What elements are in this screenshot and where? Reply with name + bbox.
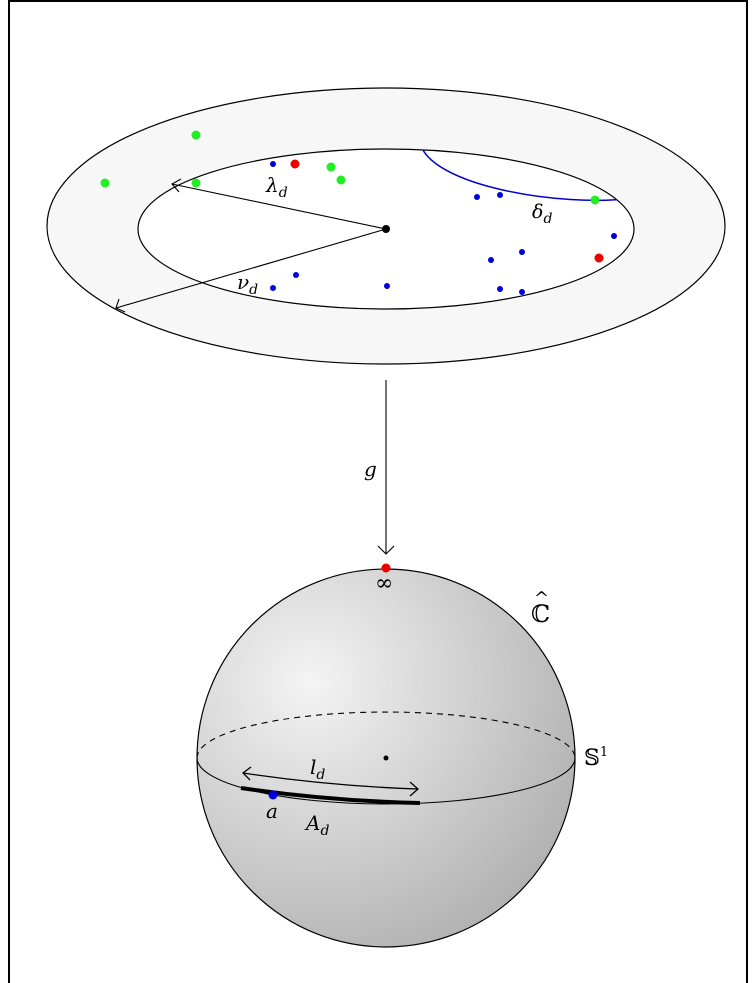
blue-point [497,286,503,292]
nu-label: νd [237,270,258,298]
red-points [290,159,604,263]
green-point [590,195,600,205]
arc-length-label: ld [310,755,325,783]
circle-label: 𝕊1 [584,745,608,771]
infinity-point [381,563,391,573]
blue-point [519,249,525,255]
blue-point [611,233,617,239]
equator-front [196,757,576,805]
riemann-hat: ^ [534,588,549,609]
green-point [336,175,346,185]
green-point [191,130,201,140]
sphere-center [383,755,389,761]
blue-point [270,161,276,167]
blue-point [384,283,390,289]
green-point [100,178,110,188]
red-point [594,253,604,263]
map-arrow [377,380,395,555]
nu-radius-arrow [115,228,387,313]
point-a-label: a [266,799,278,823]
delta-label: δd [532,201,552,227]
point-a [268,790,278,800]
center-point [382,225,390,233]
map-label: g [364,457,377,481]
blue-points [270,161,617,295]
arc-A-label: Ad [304,811,329,839]
frame-border [8,0,748,983]
blue-point [519,289,525,295]
lambda-label: λd [265,173,288,201]
blue-point [293,272,299,278]
blue-point [270,285,276,291]
lambda-radius-arrow [171,178,387,230]
blue-point [488,257,494,263]
blue-point [497,192,503,198]
red-point [290,159,300,169]
infinity-label: ∞ [375,571,393,596]
delta-curve [419,149,634,201]
green-points [100,130,600,205]
arc-length-arrow [242,766,419,797]
blue-point [474,194,480,200]
arc-A [240,786,421,805]
green-point [326,162,336,172]
equator-back [196,711,576,759]
green-point [191,178,201,188]
riemann-sphere-label: ℂ [531,600,550,628]
